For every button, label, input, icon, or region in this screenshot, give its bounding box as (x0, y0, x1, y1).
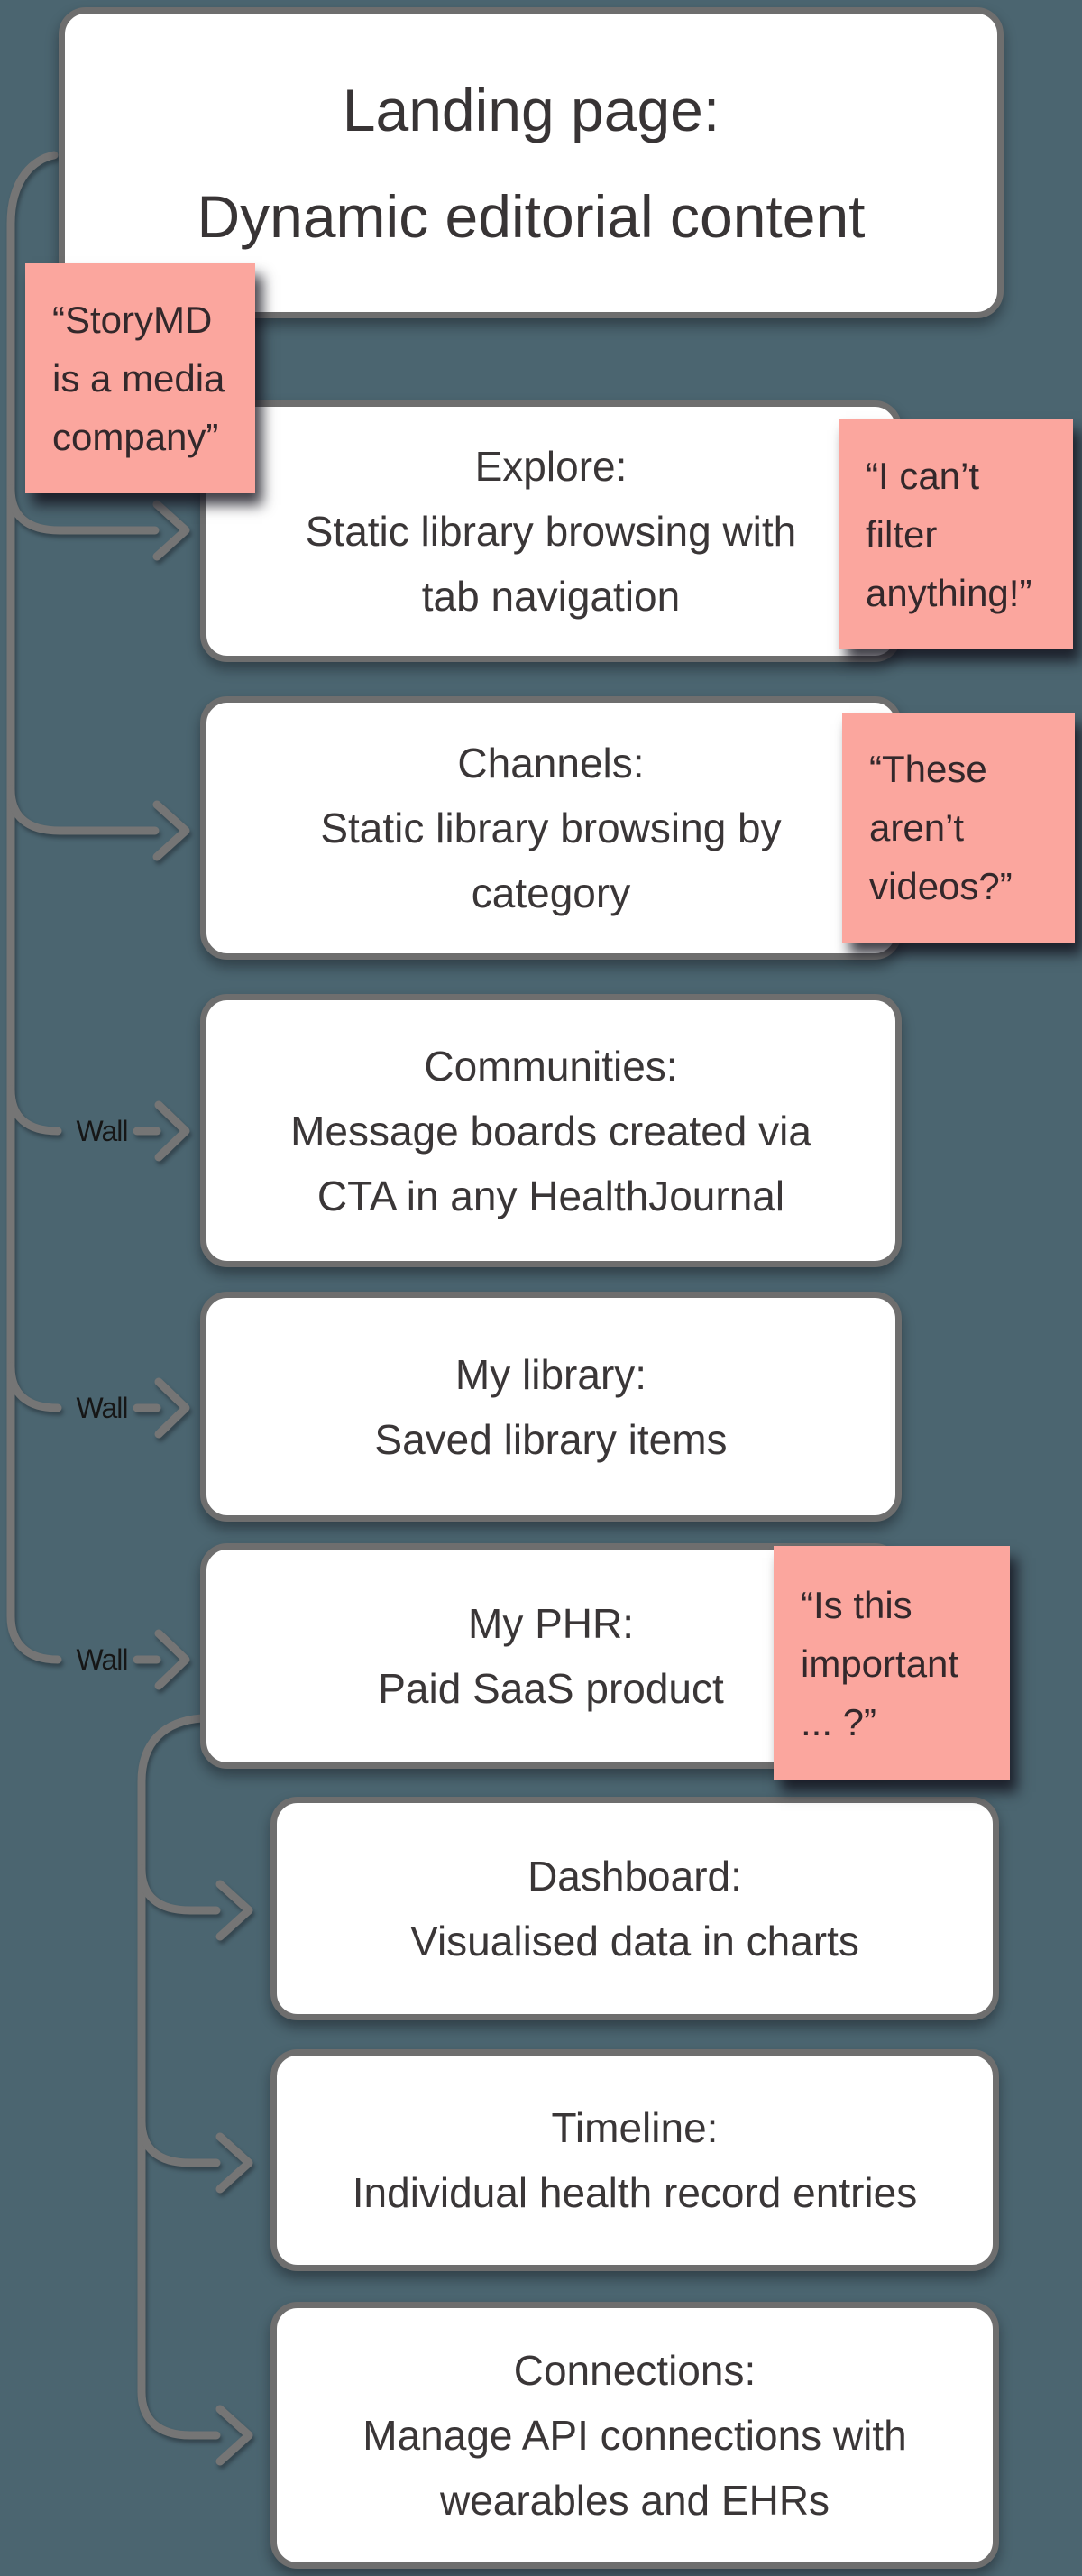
node-landing-page[interactable]: Landing page: Dynamic editorial content (59, 7, 1004, 318)
node-communities-label: Communities: Message boards created via … (290, 1042, 812, 1219)
node-landing-page-label: Landing page: Dynamic editorial content (197, 76, 866, 250)
node-explore-label: Explore: Static library browsing with ta… (305, 443, 797, 620)
node-dashboard-label: Dashboard: Visualised data in charts (410, 1853, 859, 1964)
node-my-phr-label: My PHR: Paid SaaS product (378, 1600, 724, 1712)
trunk-line-sub (137, 1714, 253, 2466)
wall-label-my-library[interactable]: Wall (76, 1391, 128, 1424)
node-channels[interactable]: Channels: Static library browsing by cat… (200, 696, 902, 960)
node-channels-label: Channels: Static library browsing by cat… (320, 740, 782, 916)
arrow-wall-my-library (133, 1377, 190, 1439)
trunk-line-main (6, 151, 62, 1664)
sticky-note-storymd[interactable]: “StoryMD is a media company” (25, 263, 255, 493)
sticky-note-cant-filter-text: “I can’t filter anything!” (866, 454, 1032, 614)
wall-label-my-phr[interactable]: Wall (76, 1642, 128, 1676)
branch-my-library (6, 1362, 62, 1412)
node-my-library[interactable]: My library: Saved library items (200, 1292, 902, 1522)
node-communities[interactable]: Communities: Message boards created via … (200, 994, 902, 1267)
sticky-note-not-videos-text: “These aren’t videos?” (869, 748, 1013, 907)
node-connections[interactable]: Connections: Manage API connections with… (270, 2302, 999, 2569)
arrow-explore (6, 484, 190, 561)
sticky-note-cant-filter[interactable]: “I can’t filter anything!” (839, 419, 1073, 649)
sticky-note-is-this-important[interactable]: “Is this important ... ?” (774, 1546, 1010, 1780)
sticky-note-storymd-text: “StoryMD is a media company” (52, 299, 225, 458)
node-connections-label: Connections: Manage API connections with… (362, 2347, 907, 2524)
arrow-wall-communities (133, 1100, 190, 1162)
branch-communities (6, 1085, 62, 1136)
wall-label-communities[interactable]: Wall (76, 1114, 128, 1147)
node-dashboard[interactable]: Dashboard: Visualised data in charts (270, 1797, 999, 2020)
arrow-channels (6, 785, 190, 861)
sticky-note-not-videos[interactable]: “These aren’t videos?” (842, 713, 1075, 943)
node-explore[interactable]: Explore: Static library browsing with ta… (200, 400, 902, 662)
sticky-note-is-this-important-text: “Is this important ... ?” (801, 1583, 959, 1743)
node-timeline[interactable]: Timeline: Individual health record entri… (270, 2049, 999, 2271)
node-timeline-label: Timeline: Individual health record entri… (352, 2104, 918, 2216)
arrow-dashboard (137, 1864, 253, 1941)
node-my-library-label: My library: Saved library items (374, 1350, 728, 1463)
arrow-timeline (137, 2117, 253, 2194)
arrow-wall-my-phr (133, 1629, 190, 1690)
